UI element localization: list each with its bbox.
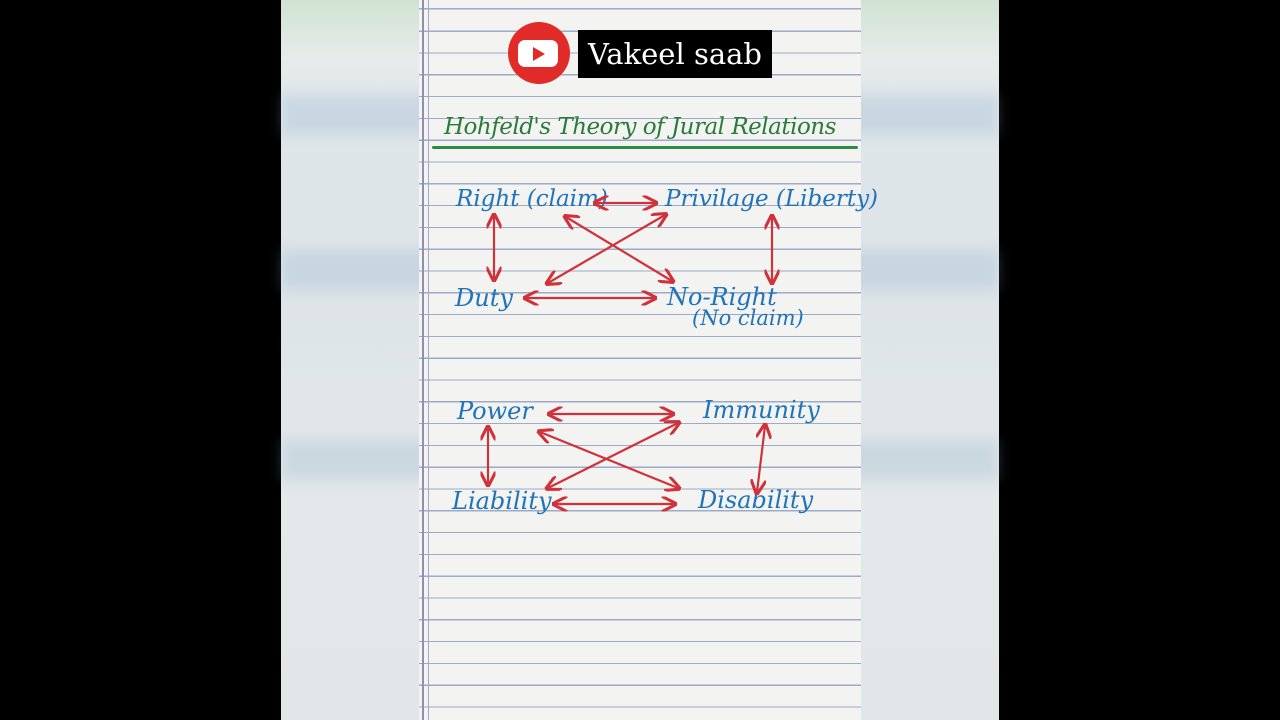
right-letterbox: [999, 0, 1280, 720]
margin-line: [428, 0, 429, 720]
channel-name: Vakeel saab: [578, 30, 772, 78]
margin-line: [422, 0, 424, 720]
arrow-cross-power-disability: [540, 432, 678, 488]
diagram-title: Hohfeld's Theory of Jural Relations: [444, 114, 836, 140]
label-right-claim: Right (claim): [456, 186, 608, 212]
title-underline: [432, 146, 858, 149]
arrow-cross-privilege-duty: [548, 215, 665, 283]
arrow-immunity-disability: [757, 426, 765, 492]
left-letterbox: [0, 0, 281, 720]
arrow-cross-right-noright: [566, 217, 672, 281]
label-immunity: Immunity: [703, 396, 820, 424]
label-duty: Duty: [455, 284, 513, 312]
label-power: Power: [457, 397, 533, 425]
label-no-right: No-Right: [667, 283, 777, 311]
notebook-page: [419, 0, 861, 720]
label-privilege: Privilage (Liberty): [665, 186, 879, 212]
play-icon: [518, 40, 558, 67]
arrow-cross-immunity-liability: [548, 423, 678, 488]
label-no-claim: (No claim): [692, 306, 804, 330]
